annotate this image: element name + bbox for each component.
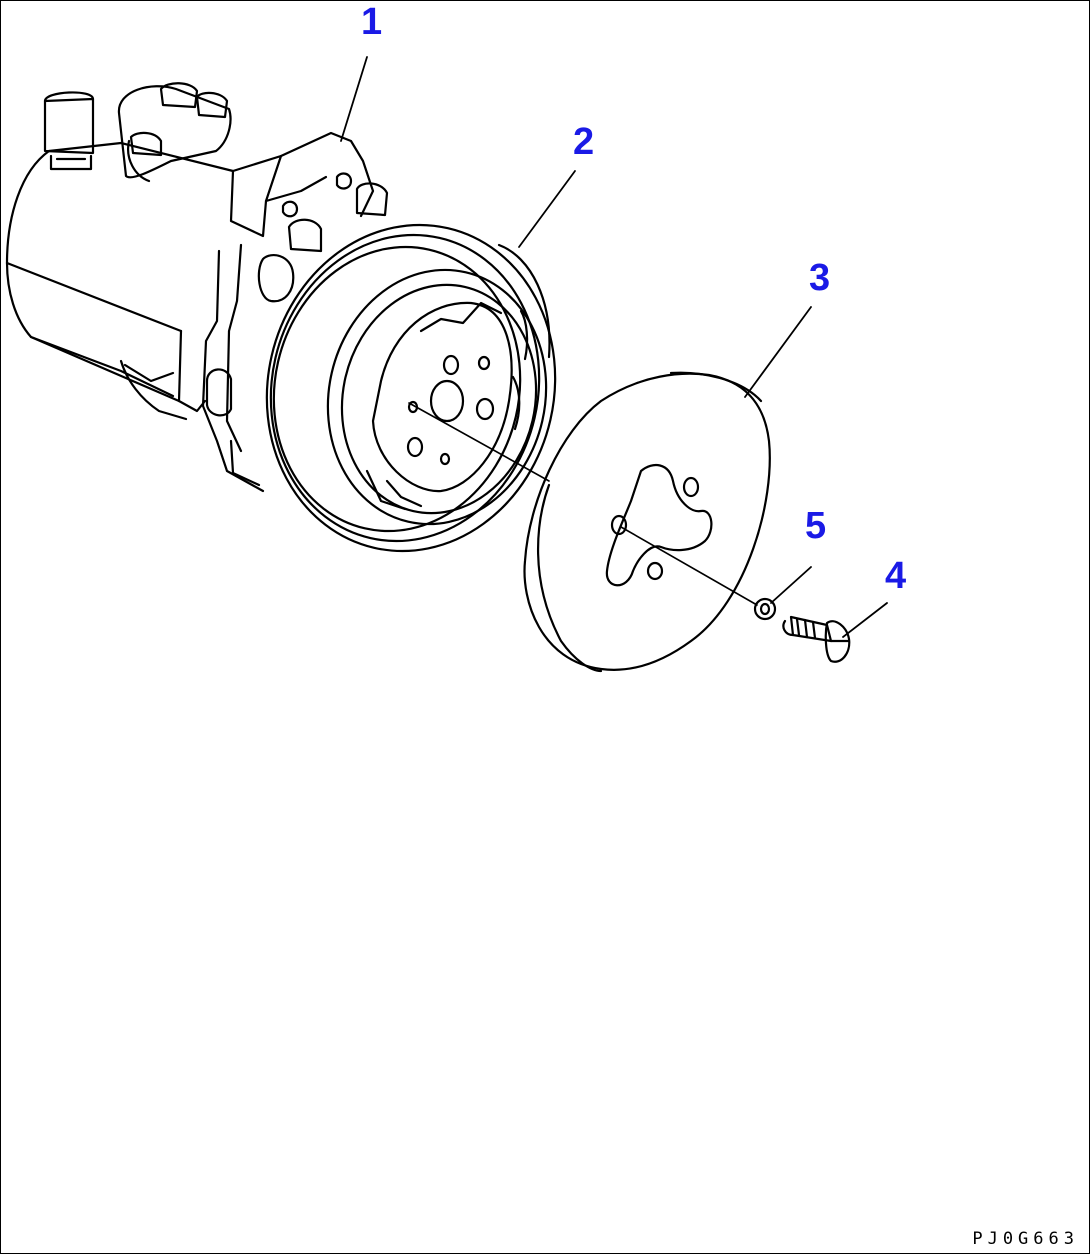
callout-4: 4 [885, 555, 907, 597]
part-2-clutch-pulley [265, 223, 557, 553]
leader-line-4 [842, 602, 888, 638]
callout-1: 1 [361, 1, 383, 43]
callout-2: 2 [573, 121, 595, 163]
part-5-washer [753, 597, 777, 621]
leader-line-2 [518, 170, 576, 248]
leader-line-5 [770, 566, 812, 604]
callout-3: 3 [809, 257, 831, 299]
part-1-compressor [5, 82, 389, 493]
drawing-code: PJ0G663 [972, 1229, 1079, 1249]
leader-lines [340, 56, 888, 638]
assembly-axis-line [408, 402, 758, 606]
leader-line-1 [340, 56, 368, 142]
part-4-bolt [782, 615, 851, 663]
leader-line-3 [744, 306, 812, 398]
callout-5: 5 [805, 505, 827, 547]
part-3-disc [523, 371, 771, 673]
